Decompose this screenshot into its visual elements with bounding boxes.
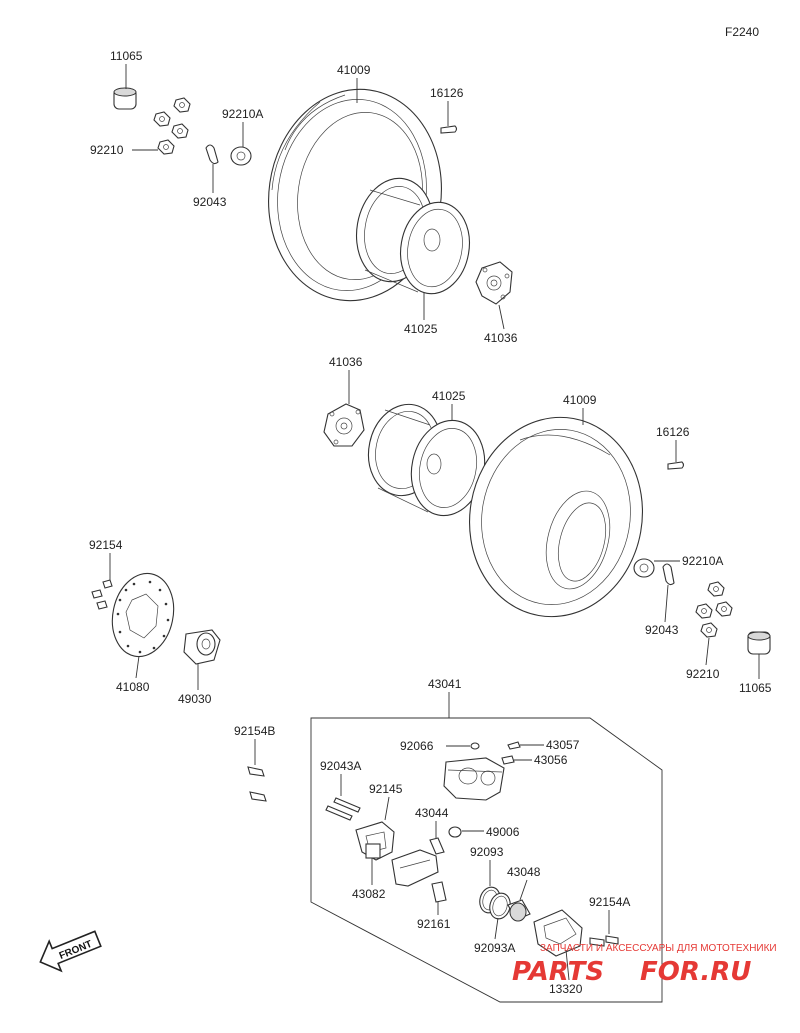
rear-rim[interactable] (360, 398, 493, 523)
label-41009-mid: 41009 (563, 393, 597, 407)
brake-pads[interactable] (533, 909, 583, 957)
label-92145: 92145 (369, 782, 403, 796)
label-92043-top: 92043 (193, 195, 227, 209)
label-43056: 43056 (534, 753, 568, 767)
label-41080: 41080 (116, 680, 150, 694)
front-valve[interactable] (440, 125, 458, 134)
rear-tire[interactable] (454, 404, 658, 631)
label-92043a: 92043A (320, 759, 361, 773)
bleeder-cap[interactable] (470, 742, 480, 750)
label-41036-top: 41036 (484, 331, 518, 345)
boot[interactable] (448, 826, 462, 838)
rear-washer[interactable] (633, 558, 655, 578)
label-92043-mid: 92043 (645, 623, 679, 637)
label-11065-top: 11065 (110, 49, 143, 63)
label-41025-top: 41025 (404, 322, 438, 336)
label-41009-top: 41009 (337, 63, 371, 77)
label-13320: 13320 (549, 982, 583, 996)
label-92210-top: 92210 (90, 143, 124, 157)
label-92154a: 92154A (589, 895, 630, 909)
label-43048: 43048 (507, 865, 541, 879)
pad-bolts[interactable] (589, 935, 619, 947)
pad-spring[interactable] (507, 741, 521, 750)
label-92154: 92154 (89, 538, 123, 552)
caliper-assembly-box (310, 717, 663, 1003)
figure-code: F2240 (725, 25, 759, 39)
caliper-bolt[interactable] (431, 881, 447, 903)
front-washer[interactable] (230, 146, 252, 166)
front-nuts[interactable] (153, 97, 191, 155)
caliper-body[interactable] (443, 757, 505, 801)
rear-valve[interactable] (667, 461, 685, 470)
piston[interactable] (507, 899, 531, 922)
piston-seals[interactable] (477, 885, 513, 921)
front-hub[interactable] (475, 261, 513, 305)
front-rim[interactable] (349, 172, 477, 299)
brake-disc[interactable] (105, 568, 181, 663)
label-92093: 92093 (470, 845, 504, 859)
label-92210a-mid: 92210A (682, 554, 723, 568)
watermark: ЗАПЧАСТИ И АКСЕССУАРЫ ДЛЯ МОТОТЕХНИКИ PA… (512, 943, 777, 987)
label-49006: 49006 (486, 825, 520, 839)
label-43044: 43044 (415, 806, 449, 820)
slide-pins[interactable] (325, 797, 361, 821)
rear-hub[interactable] (323, 403, 365, 447)
label-92210a-top: 92210A (222, 107, 263, 121)
pad-pin[interactable] (501, 755, 515, 765)
front-nut-cap[interactable] (113, 87, 137, 110)
rear-nut-cap[interactable] (747, 631, 771, 655)
label-92093a: 92093A (474, 941, 515, 955)
label-92154b: 92154B (234, 724, 275, 738)
front-wheel-group (113, 87, 513, 305)
front-direction-arrow: FRONT (39, 930, 102, 973)
front-cotter-pin[interactable] (205, 144, 219, 165)
holder-pin[interactable] (429, 837, 445, 855)
label-16126-mid: 16126 (656, 425, 690, 439)
label-49030: 49030 (178, 692, 212, 706)
label-92161: 92161 (417, 917, 451, 931)
label-43041: 43041 (428, 677, 462, 691)
watermark-brand-left: PARTS (512, 957, 604, 987)
support-bracket[interactable] (391, 849, 439, 887)
watermark-tagline: ЗАПЧАСТИ И АКСЕССУАРЫ ДЛЯ МОТОТЕХНИКИ (540, 943, 777, 954)
label-92210-mid: 92210 (686, 667, 720, 681)
label-16126-top: 16126 (430, 86, 464, 100)
label-43057: 43057 (546, 738, 580, 752)
label-92066: 92066 (400, 739, 434, 753)
rear-wheel-group (323, 398, 771, 655)
caliper-mount-bolts[interactable] (247, 766, 267, 802)
label-41036-mid: 41036 (329, 355, 363, 369)
disc-hub[interactable] (183, 629, 221, 665)
brake-disc-group (91, 568, 221, 665)
label-11065-mid: 11065 (739, 681, 772, 695)
label-43082: 43082 (352, 887, 386, 901)
watermark-brand-right: FOR.RU (640, 957, 751, 987)
disc-bolts[interactable] (91, 579, 113, 610)
rear-nuts[interactable] (695, 581, 733, 638)
label-41025-mid: 41025 (432, 389, 466, 403)
rear-cotter-pin[interactable] (662, 563, 675, 586)
caliper-bracket[interactable] (355, 821, 395, 861)
